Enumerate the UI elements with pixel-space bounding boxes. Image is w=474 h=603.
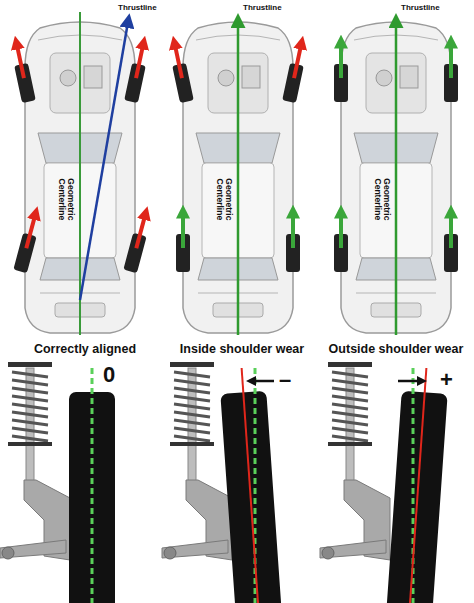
centerline-label: Geometric Centerline xyxy=(373,169,392,229)
thrustline-label: Thrustline xyxy=(401,4,461,13)
sign-symbol: 0 xyxy=(103,363,127,387)
sign-symbol: – xyxy=(279,368,303,392)
centerline-label: Geometric Centerline xyxy=(215,169,234,229)
sign-symbol: + xyxy=(440,368,464,392)
centerline-label: Geometric Centerline xyxy=(57,169,76,229)
thrustline-label: Thrustline xyxy=(118,4,178,13)
thrustline-label: Thrustline xyxy=(243,4,303,13)
panel-title: Correctly aligned xyxy=(6,343,164,357)
panel-title: Inside shoulder wear xyxy=(162,343,322,357)
panel-title: Outside shoulder wear xyxy=(318,343,474,357)
